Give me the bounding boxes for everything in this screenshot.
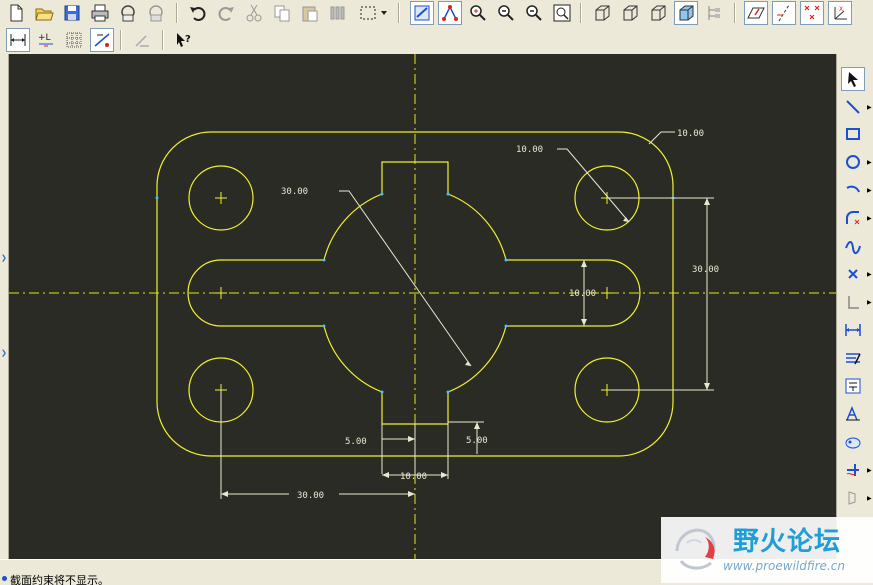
email-link-icon[interactable] [144,1,168,25]
dim-hole-spacing-vertical: 30.00 [692,265,719,275]
fillet-icon[interactable] [841,206,865,230]
flame-logo-icon [675,528,716,570]
zoom-in-icon[interactable] [466,1,490,25]
rectangle-icon[interactable] [841,122,865,146]
point-icon[interactable] [841,262,865,286]
sketch-display-toolbar: +L ? [0,27,873,54]
dim-hole-diameter: 10.00 [516,145,543,155]
sketch-graphics[interactable]: 10.00 10.00 30.00 30.00 10.00 5.00 5.00 … [9,54,836,559]
dim-hole-spacing-horizontal: 30.00 [297,491,324,501]
datum-axes-icon[interactable] [772,1,796,25]
show-constraints-icon[interactable]: +L [34,28,58,52]
chevron-right-icon[interactable]: ❯ [1,254,7,262]
forum-watermark: 野火论坛 www.proewildfire.cn [661,517,873,583]
line-dropdown-icon[interactable]: ▶ [867,104,872,111]
wireframe-icon[interactable] [590,1,614,25]
svg-text:X: X [839,6,843,13]
show-dimensions-icon[interactable] [6,28,30,52]
datum-planes-icon[interactable] [744,1,768,25]
sketcher-tool-icon[interactable] [130,28,154,52]
point-dropdown-icon[interactable]: ▶ [867,271,872,278]
circle-dropdown-icon[interactable]: ▶ [867,159,872,166]
save-icon[interactable] [60,1,84,25]
model-tree-icon[interactable] [702,1,726,25]
palette-icon[interactable] [841,430,865,454]
dim-center-circle: 30.00 [281,187,308,197]
open-icon[interactable] [32,1,56,25]
coordinate-icon[interactable] [841,290,865,314]
main-toolbar: X [0,0,873,27]
svg-text:?: ? [185,34,191,45]
chevron-right-icon[interactable]: ❯ [1,349,7,357]
line-icon[interactable] [841,95,865,119]
arc-icon[interactable] [841,178,865,202]
show-grid-icon[interactable] [62,28,86,52]
dim-gap-right: 5.00 [466,436,488,446]
constraint-icon[interactable] [841,374,865,398]
no-hidden-icon[interactable] [646,1,670,25]
vertex-points [155,192,675,394]
center-marks [215,192,613,396]
modify-icon[interactable] [841,346,865,370]
repaint-icon[interactable] [410,1,434,25]
shaded-icon[interactable] [674,1,698,25]
trim-dropdown-icon[interactable]: ▶ [867,467,872,474]
print-icon[interactable] [88,1,112,25]
email-icon[interactable] [116,1,140,25]
watermark-url: www.proewildfire.cn [723,559,845,573]
watermark-title: 野火论坛 [733,527,842,557]
coordinate-systems-icon[interactable]: X [828,1,852,25]
paste-special-icon[interactable] [326,1,350,25]
select-arrow-icon[interactable] [841,67,865,91]
mirror-icon[interactable] [841,486,865,510]
dim-slot-width: 10.00 [569,289,596,299]
left-sash[interactable]: ❯ ❯ [0,54,9,559]
dimension-icon[interactable] [841,318,865,342]
dim-gap-left: 5.00 [345,437,367,447]
zoom-out-2-icon[interactable] [522,1,546,25]
hidden-line-icon[interactable] [618,1,642,25]
copy-icon[interactable] [270,1,294,25]
dim-key-width: 10.00 [400,472,427,482]
dim-arc-radius: 10.00 [677,129,704,139]
fillet-dropdown-icon[interactable]: ▶ [867,215,872,222]
circle-icon[interactable] [841,150,865,174]
text-icon[interactable] [841,402,865,426]
svg-text:+L: +L [38,33,51,43]
show-vertices-icon[interactable] [90,28,114,52]
datum-points-icon[interactable] [800,1,824,25]
dimension-lines [220,131,714,499]
zoom-out-icon[interactable] [494,1,518,25]
sketcher-toolbar: ▶ ▶ ▶ ▶ ▶ ▶ [836,54,873,559]
dimension-arrows [221,198,710,497]
arc-dropdown-icon[interactable]: ▶ [867,187,872,194]
sketch-canvas[interactable]: 10.00 10.00 30.00 30.00 10.00 5.00 5.00 … [9,54,836,559]
mirror-dropdown-icon[interactable]: ▶ [867,495,872,502]
hole-top-left [188,165,254,231]
paste-icon[interactable] [298,1,322,25]
cut-icon[interactable] [242,1,266,25]
undo-icon[interactable] [186,1,210,25]
orient-icon[interactable] [438,1,462,25]
coordinate-dropdown-icon[interactable]: ▶ [867,299,872,306]
redo-icon[interactable] [214,1,238,25]
spline-icon[interactable] [841,234,865,258]
message-bullet-icon [2,576,7,581]
new-icon[interactable] [4,1,28,25]
refit-icon[interactable] [550,1,574,25]
trim-icon[interactable] [841,458,865,482]
select-box-icon[interactable] [356,1,392,25]
context-help-icon[interactable]: ? [172,28,196,52]
status-message: 截面约束将不显示。 [10,574,109,585]
